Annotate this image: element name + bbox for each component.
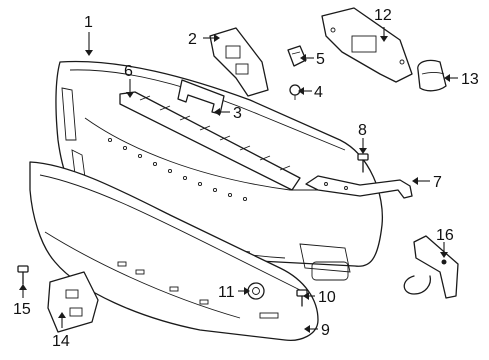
callout-1: 1: [84, 14, 93, 31]
callout-12: 12: [374, 7, 392, 24]
callout-9: 9: [321, 322, 330, 339]
bracket-upper-right: [321, 7, 413, 83]
push-pin: [289, 84, 301, 100]
callout-16: 16: [436, 227, 454, 244]
bolt-8: [357, 153, 369, 173]
callout-5: 5: [316, 51, 325, 68]
callout-10: 10: [318, 289, 336, 306]
bolt-10: [296, 289, 308, 307]
callout-4: 4: [314, 84, 323, 101]
bolt-15: [17, 265, 29, 285]
nut-11: [247, 282, 265, 300]
retainer-clip: [177, 79, 225, 115]
callout-7: 7: [433, 174, 442, 191]
callout-2: 2: [188, 31, 197, 48]
tow-hook: [403, 235, 459, 299]
callout-11: 11: [218, 284, 235, 301]
lower-valance: [29, 161, 319, 341]
callout-14: 14: [52, 333, 70, 350]
trim-strip: [305, 175, 413, 199]
callout-3: 3: [233, 105, 242, 122]
leader-lines: [19, 27, 458, 333]
callout-6: 6: [124, 63, 133, 80]
bumper-guard: [417, 59, 447, 92]
callout-8: 8: [358, 122, 367, 139]
callout-13: 13: [461, 71, 479, 88]
callout-15: 15: [13, 301, 31, 318]
bracket-upper-left: [209, 27, 269, 97]
callout-labels: 1 2 3 4 5 6 7 8 9 10 11 12 13 14 15 16: [13, 7, 479, 350]
